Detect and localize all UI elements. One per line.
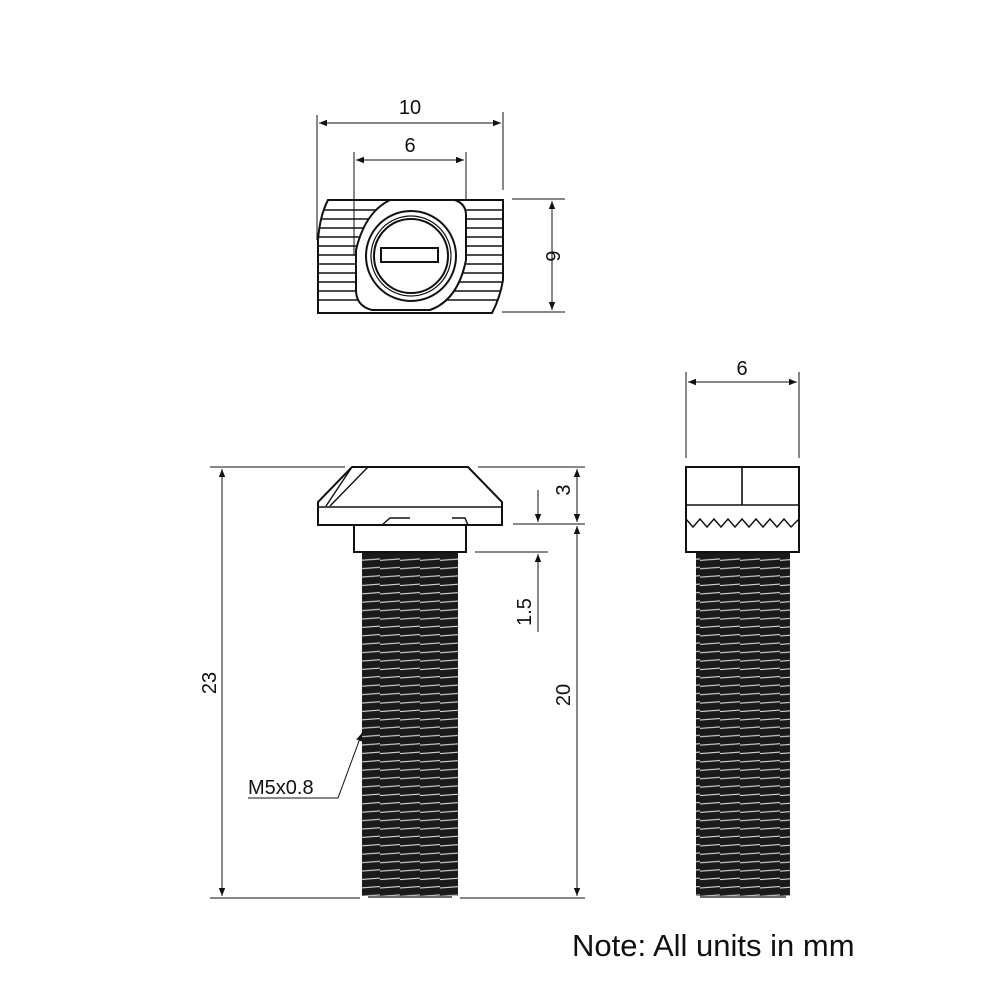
dim-height: 6	[541, 250, 563, 261]
dim-collar: 1.5	[514, 598, 536, 626]
thread-label: M5x0.8	[248, 777, 314, 799]
dim-slot-width: 6	[404, 135, 415, 157]
side-view: 6	[685, 358, 800, 898]
front-view: 23 3 20 1.5 M5x0.8	[199, 466, 585, 899]
dim-thread-length: 20	[553, 684, 575, 706]
top-view: 10 6 6	[316, 97, 565, 314]
dim-outer-width: 10	[399, 97, 421, 119]
dim-total-length: 23	[199, 672, 221, 694]
units-note: Note: All units in mm	[572, 928, 855, 963]
dim-side-width: 6	[736, 358, 747, 380]
dim-head-height: 3	[553, 484, 575, 495]
